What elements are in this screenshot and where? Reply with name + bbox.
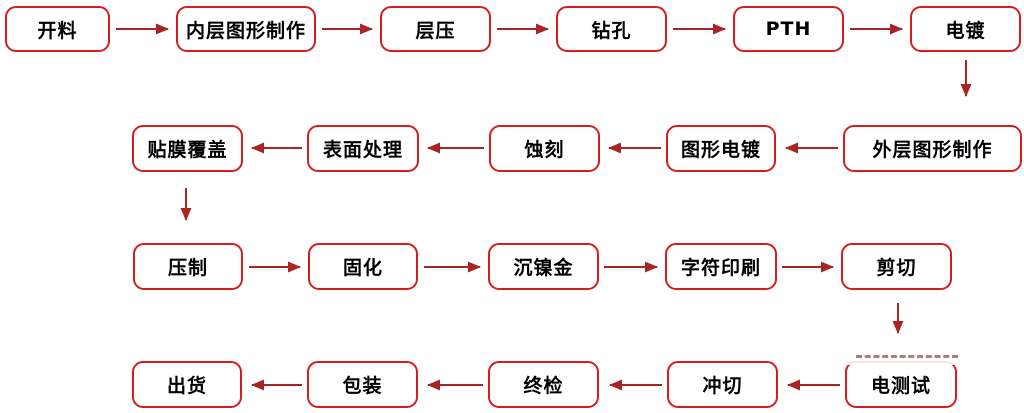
flow-node-drilling: 钻孔 xyxy=(556,6,667,52)
flow-node-lamination: 层压 xyxy=(380,6,491,52)
watermark-smudge-dashes xyxy=(856,355,958,358)
flow-node-curing: 固化 xyxy=(308,243,418,290)
flow-node-packaging: 包装 xyxy=(307,361,418,408)
flow-node-outer-layer-imaging: 外层图形制作 xyxy=(843,125,1022,172)
flow-node-pattern-plating: 图形电镀 xyxy=(666,125,776,172)
flow-node-etching: 蚀刻 xyxy=(489,125,600,172)
flow-node-inner-layer-imaging: 内层图形制作 xyxy=(176,6,316,52)
flow-node-pressing: 压制 xyxy=(133,243,243,290)
flow-node-cutting: 开料 xyxy=(5,6,110,52)
flow-node-shipping: 出货 xyxy=(132,361,242,408)
flow-node-shearing: 剪切 xyxy=(841,243,952,290)
flow-node-punching: 冲切 xyxy=(667,361,778,408)
flow-node-panel-plating: 电镀 xyxy=(910,6,1021,52)
flow-node-legend-printing: 字符印刷 xyxy=(665,243,777,290)
flow-node-final-inspection: 终检 xyxy=(488,361,599,408)
flow-node-pth: PTH xyxy=(733,6,844,52)
flow-node-enig: 沉镍金 xyxy=(488,243,599,290)
flow-node-surface-finish: 表面处理 xyxy=(307,125,419,172)
flow-node-electrical-test: 电测试 xyxy=(845,361,957,408)
flow-node-film-cover: 贴膜覆盖 xyxy=(132,125,243,172)
